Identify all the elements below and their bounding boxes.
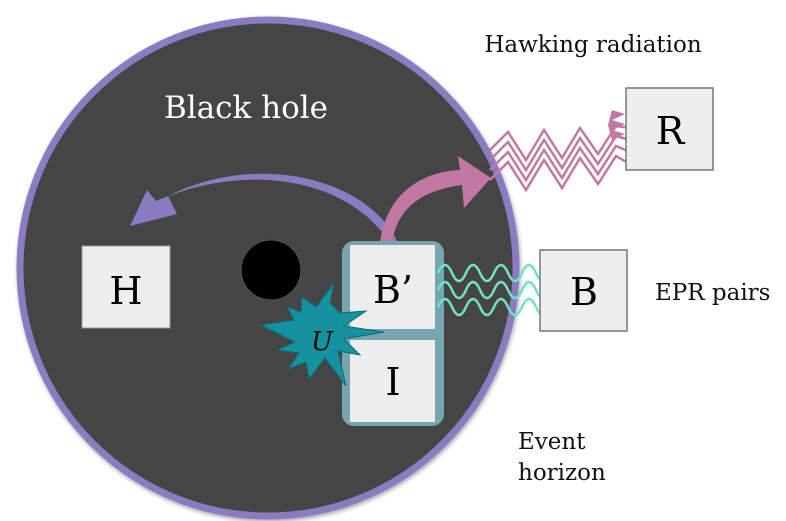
box-b-prime [350, 245, 435, 329]
label-r: R [656, 109, 686, 153]
label-b: B [570, 270, 598, 314]
label-b-prime: B’ [373, 268, 413, 312]
box-b [539, 249, 628, 332]
pink-arrow-to-radiation [380, 156, 491, 243]
title-black-hole: Black hole [164, 90, 328, 126]
epr-waves [436, 263, 550, 317]
title-hawking-radiation: Hawking radiation [484, 32, 702, 58]
label-unitary: U [311, 327, 334, 357]
purple-arrow-to-h [130, 173, 398, 243]
label-i: I [385, 360, 400, 404]
hawking-arrowheads [608, 110, 625, 140]
label-h: H [109, 269, 142, 313]
title-event-horizon-1: Event [518, 429, 586, 455]
title-event-horizon-2: horizon [518, 460, 606, 486]
unitary-star-icon [259, 282, 385, 387]
hawking-waves [489, 124, 631, 193]
box-r [625, 87, 714, 171]
title-epr-pairs: EPR pairs [655, 280, 770, 306]
box-i [350, 340, 435, 422]
box-h [81, 245, 171, 329]
singularity [240, 239, 302, 301]
